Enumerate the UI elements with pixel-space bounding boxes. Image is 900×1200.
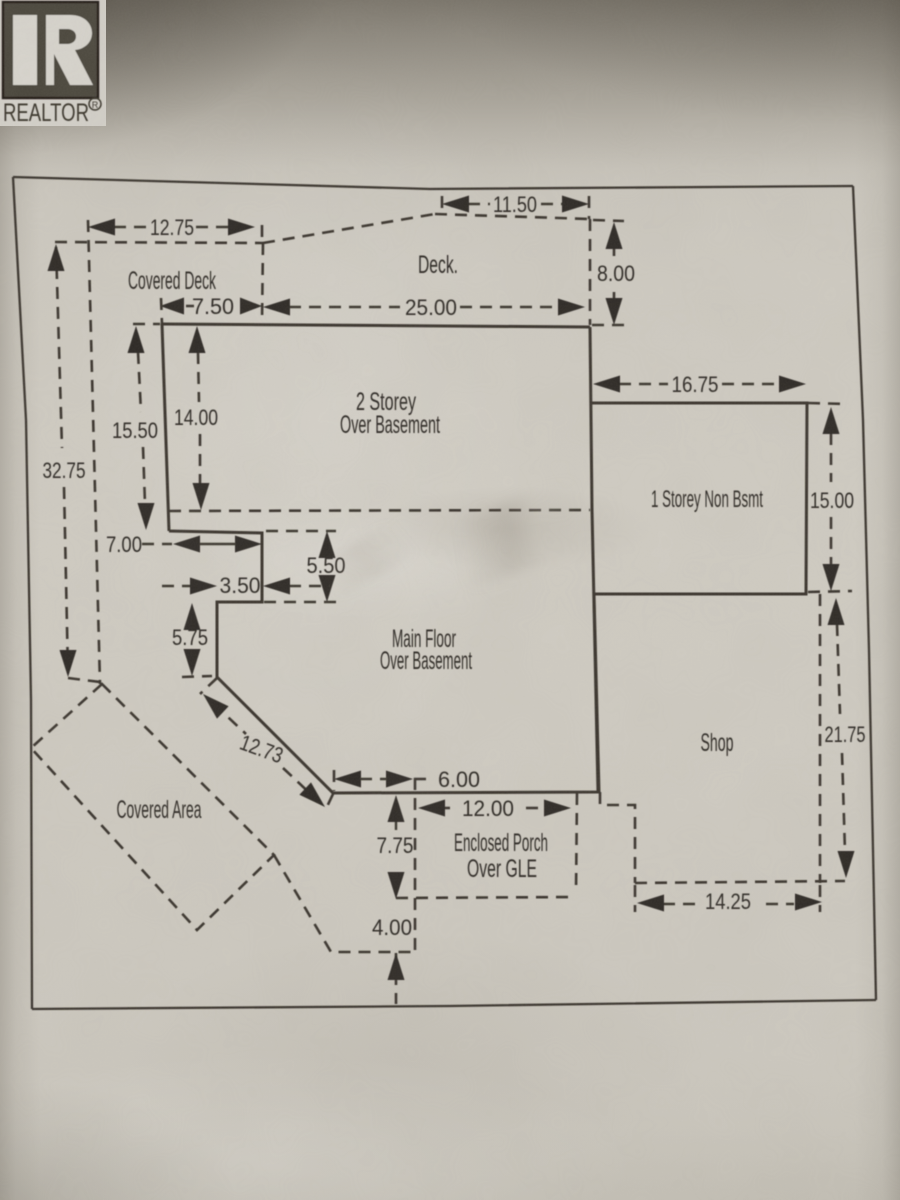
svg-text:Shop: Shop (701, 729, 734, 757)
svg-text:15.00: 15.00 (810, 488, 854, 513)
svg-text:Over GLE: Over GLE (467, 855, 537, 883)
svg-text:Deck.: Deck. (418, 251, 458, 279)
svg-text:Covered Area: Covered Area (117, 796, 202, 824)
svg-text:12.73: 12.73 (237, 730, 287, 769)
svg-text:8.00: 8.00 (597, 261, 635, 286)
svg-text:32.75: 32.75 (43, 458, 86, 483)
svg-text:14.00: 14.00 (174, 405, 218, 430)
svg-text:11.50: 11.50 (493, 192, 537, 217)
svg-text:Covered Deck: Covered Deck (128, 267, 216, 295)
svg-text:12.00: 12.00 (462, 796, 514, 821)
svg-text:R: R (92, 100, 99, 110)
svg-text:15.50: 15.50 (112, 418, 158, 443)
svg-text:7.75: 7.75 (377, 833, 414, 858)
svg-text:12.75: 12.75 (150, 215, 194, 240)
svg-text:25.00: 25.00 (405, 295, 457, 320)
svg-text:REALTOR: REALTOR (3, 99, 89, 126)
svg-text:21.75: 21.75 (825, 722, 866, 747)
svg-text:Enclosed Porch: Enclosed Porch (454, 829, 548, 857)
svg-text:3.50: 3.50 (220, 573, 261, 598)
svg-text:6.00: 6.00 (438, 767, 480, 792)
svg-text:7.50: 7.50 (192, 294, 234, 319)
svg-text:5.75: 5.75 (172, 625, 208, 650)
svg-text:Over Basement: Over Basement (340, 411, 440, 439)
svg-text:4.00: 4.00 (372, 915, 412, 940)
svg-text:7.00: 7.00 (106, 532, 142, 557)
svg-text:14.25: 14.25 (705, 889, 751, 914)
svg-text:1 Storey Non Bsmt: 1 Storey Non Bsmt (651, 486, 763, 513)
svg-text:16.75: 16.75 (672, 372, 719, 397)
svg-text:Over Basement: Over Basement (380, 647, 472, 675)
